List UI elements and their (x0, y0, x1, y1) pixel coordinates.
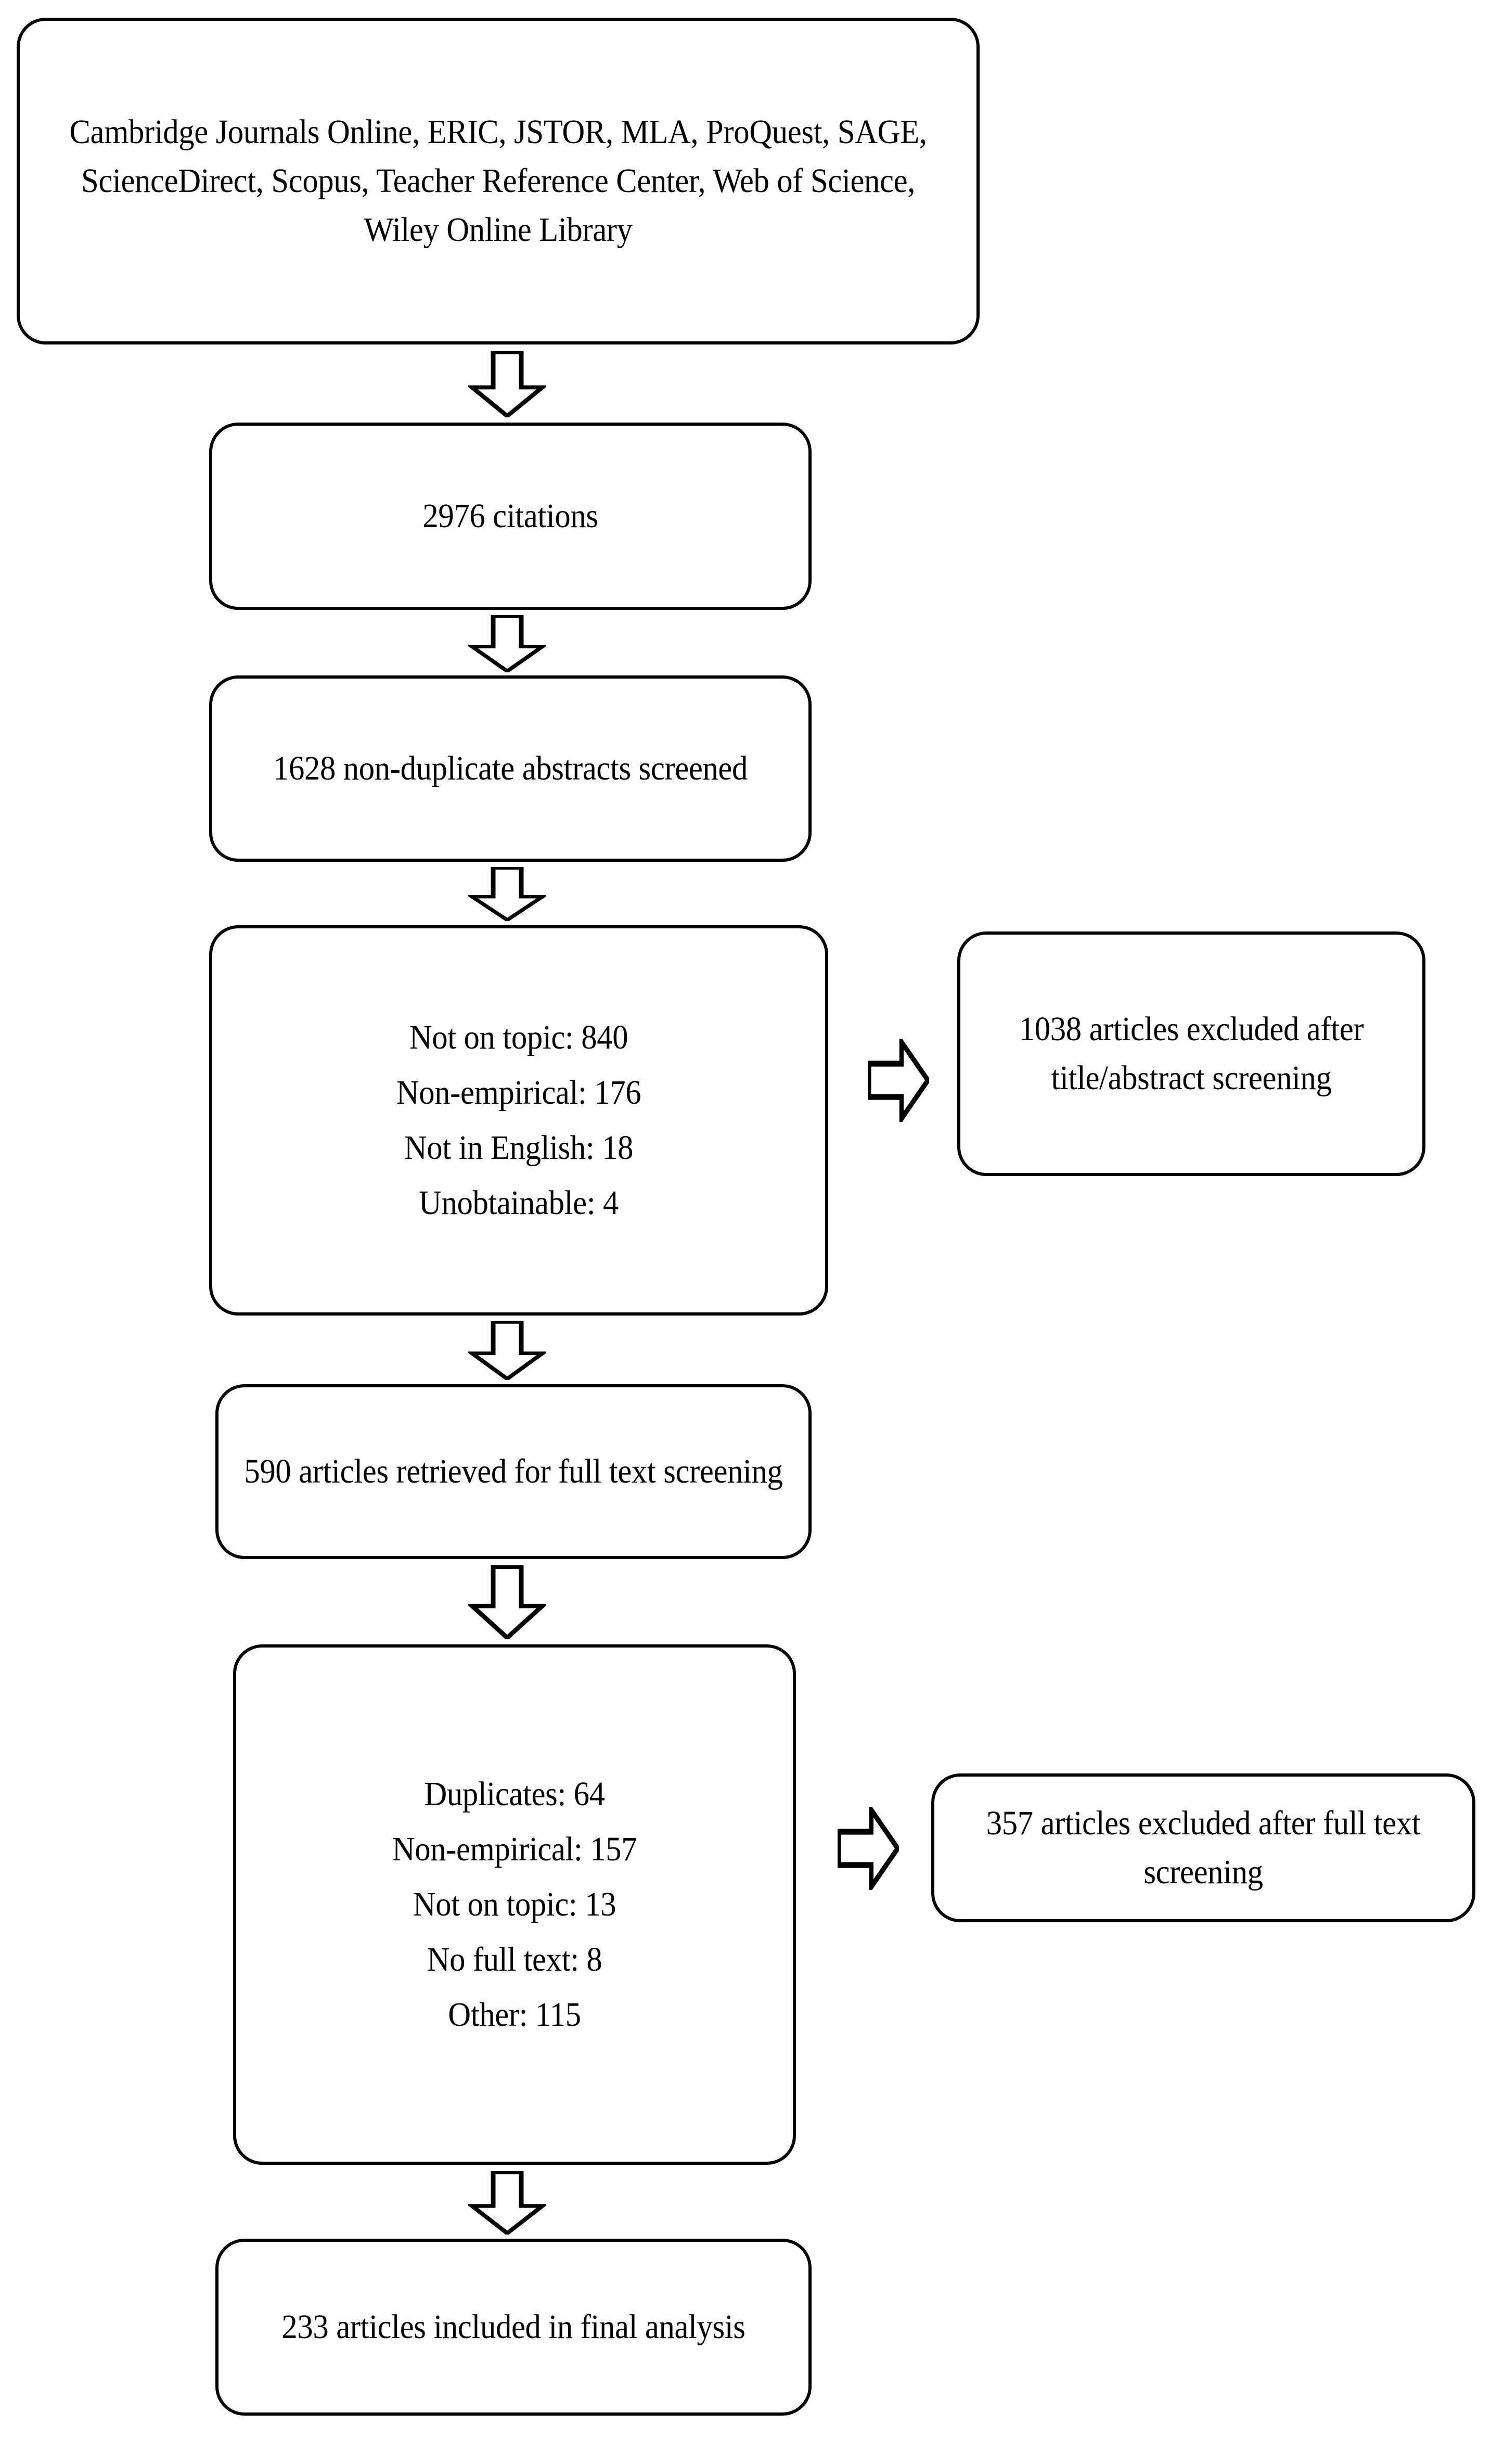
node-articles-included-final-analysis: 233 articles included in final analysis (215, 2239, 812, 2416)
articles-excluded-full-text-label: 357 articles excluded after full text sc… (986, 1804, 1421, 1891)
exclusion-reason-line: Unobtainable: 4 (418, 1184, 619, 1222)
exclusion-reason-line: Duplicates: 64 (424, 1775, 605, 1813)
articles-retrieved-label: 590 articles retrieved for full text scr… (244, 1452, 783, 1491)
node-abstracts-screened: 1628 non-duplicate abstracts screened (209, 675, 812, 862)
exclusion-reason-line: Other: 115 (448, 1996, 581, 2034)
exclusion-reason-line: Not on topic: 13 (413, 1885, 616, 1923)
node-databases-searched: Cambridge Journals Online, ERIC, JSTOR, … (17, 18, 980, 344)
abstracts-screened-label: 1628 non-duplicate abstracts screened (273, 749, 748, 788)
exclusion-reason-line: Not on topic: 840 (409, 1018, 628, 1056)
arrow-retrieved-to-exclusion2-icon (468, 1565, 546, 1639)
node-articles-excluded-full-text: 357 articles excluded after full text sc… (931, 1773, 1475, 1922)
articles-excluded-title-abstract-label: 1038 articles excluded after title/abstr… (1019, 1010, 1364, 1097)
node-articles-excluded-title-abstract: 1038 articles excluded after title/abstr… (957, 931, 1425, 1176)
arrow-exclusion2-to-final-icon (468, 2171, 546, 2235)
node-articles-retrieved-full-text: 590 articles retrieved for full text scr… (215, 1384, 812, 1559)
exclusion-reason-line: Not in English: 18 (404, 1129, 634, 1167)
node-citations-identified: 2976 citations (209, 423, 812, 610)
arrow-abstracts-to-exclusion1-icon (468, 867, 546, 921)
exclusion-reason-line: Non-empirical: 157 (392, 1830, 637, 1868)
citations-identified-label: 2976 citations (422, 497, 598, 535)
full-text-exclusion-list: Duplicates: 64 Non-empirical: 157 Not on… (236, 1767, 793, 2042)
title-abstract-exclusion-list: Not on topic: 840 Non-empirical: 176 Not… (212, 1010, 825, 1231)
arrow-exclusion1-to-excluded1-icon (868, 1039, 929, 1122)
exclusion-reason-line: Non-empirical: 176 (396, 1074, 641, 1112)
arrow-exclusion1-to-retrieved-icon (468, 1321, 546, 1380)
node-full-text-exclusion-reasons: Duplicates: 64 Non-empirical: 157 Not on… (233, 1644, 796, 2165)
databases-searched-label: Cambridge Journals Online, ERIC, JSTOR, … (69, 113, 927, 249)
exclusion-reason-line: No full text: 8 (427, 1940, 602, 1978)
articles-included-final-label: 233 articles included in final analysis (281, 2308, 745, 2346)
node-title-abstract-exclusion-reasons: Not on topic: 840 Non-empirical: 176 Not… (209, 925, 828, 1316)
arrow-sources-to-citations-icon (468, 351, 546, 417)
arrow-exclusion2-to-excluded2-icon (838, 1807, 899, 1890)
arrow-citations-to-abstracts-icon (468, 615, 546, 672)
